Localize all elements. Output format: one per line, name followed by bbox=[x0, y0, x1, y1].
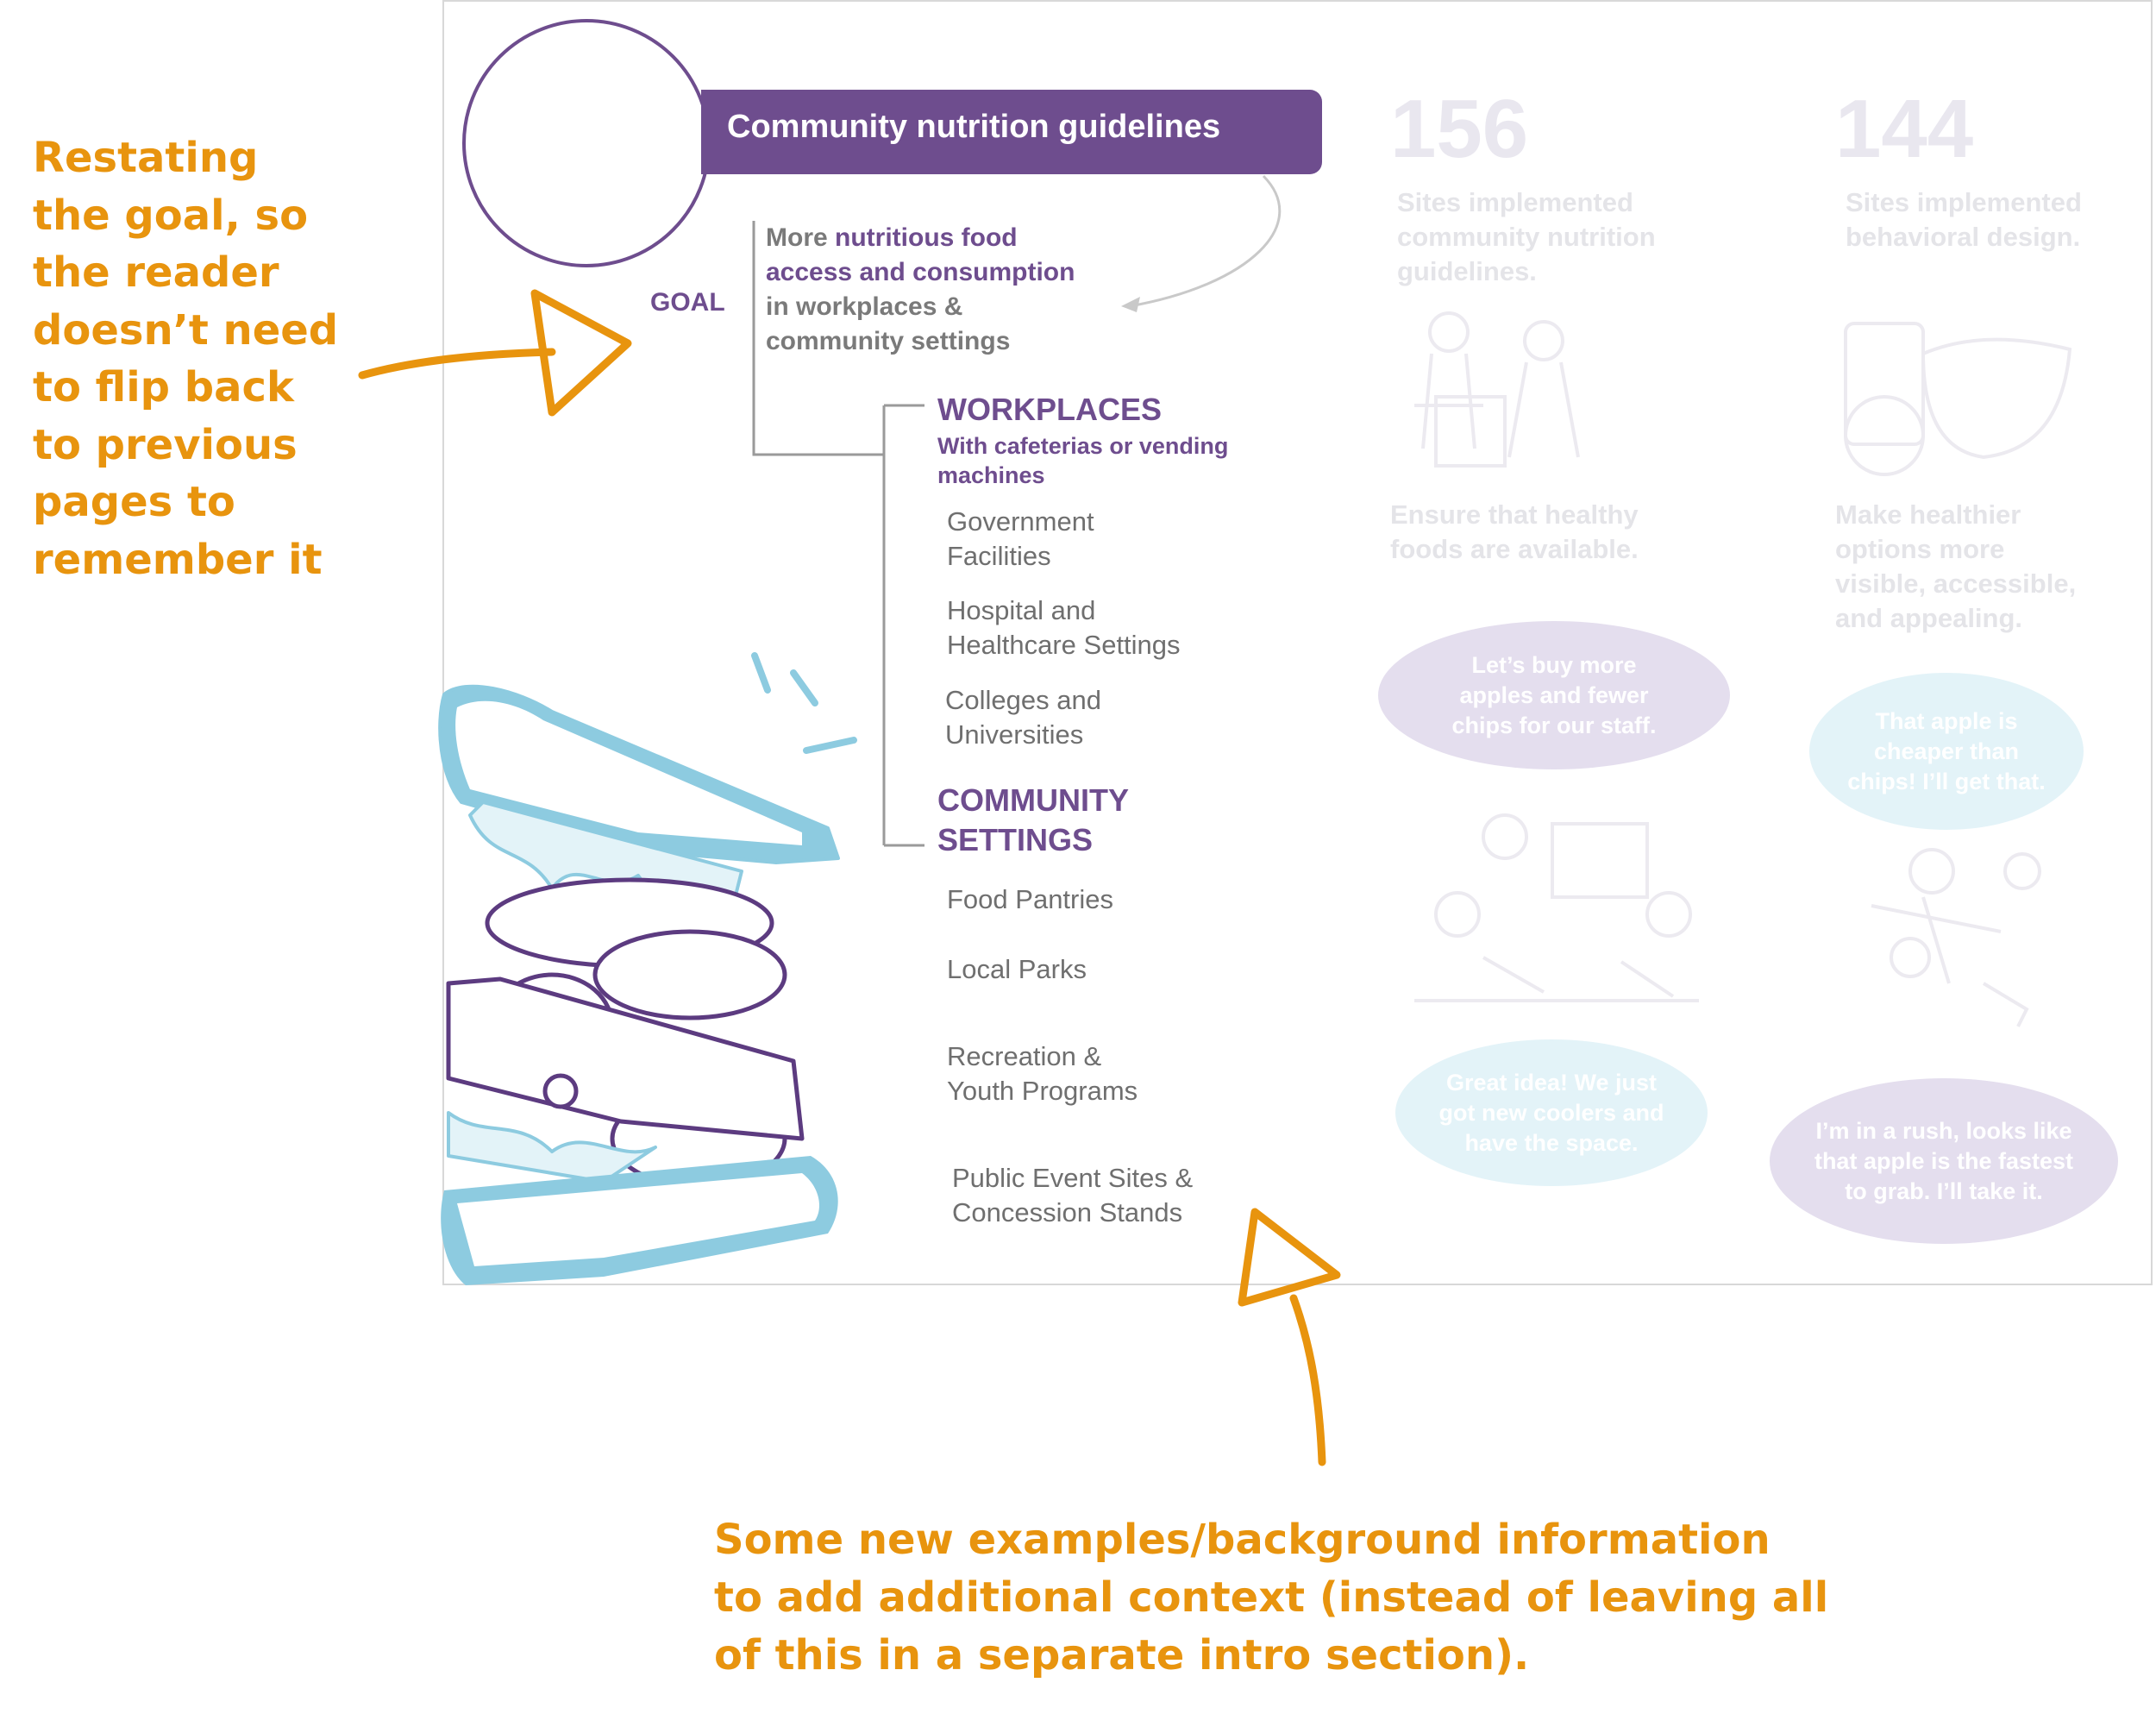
list-item-text: Local Parks bbox=[947, 954, 1087, 984]
list-item-text: Hospital and bbox=[947, 595, 1096, 625]
list-item-text: Concession Stands bbox=[952, 1197, 1183, 1227]
left-annotation-line: the reader bbox=[33, 248, 279, 297]
goal-line-1: More nutritious food bbox=[766, 221, 1075, 255]
left-annotation-line: to flip back bbox=[33, 363, 294, 411]
list-item: Colleges and Universities bbox=[945, 683, 1101, 752]
people-shopping-illustration bbox=[1414, 311, 1580, 468]
stat-caption: Sites implemented behavioral design. bbox=[1846, 185, 2082, 254]
list-item-text: Colleges and bbox=[945, 685, 1101, 715]
stat-action-line: Make healthier bbox=[1835, 499, 2021, 530]
stat-action-line: options more bbox=[1835, 534, 2005, 564]
speech-bubble-text: Let’s buy more apples and fewer chips fo… bbox=[1451, 651, 1657, 738]
goal-line-3: in workplaces & bbox=[766, 292, 963, 321]
goal-text-highlight: nutritious food bbox=[835, 223, 1018, 252]
page-title: Community nutrition guidelines bbox=[727, 109, 1221, 145]
speech-bubble-text: I’m in a rush, looks like that apple is … bbox=[1814, 1117, 2074, 1204]
people-rushing-illustration bbox=[1871, 848, 2041, 1027]
office-meeting-illustration bbox=[1414, 813, 1699, 1002]
list-item: Recreation & Youth Programs bbox=[947, 1039, 1138, 1108]
list-item: Government Facilities bbox=[947, 505, 1094, 574]
speech-bubble: That apple is cheaper than chips! I’ll g… bbox=[1809, 673, 2084, 830]
workplaces-subheading: machines bbox=[937, 462, 1045, 488]
title-banner bbox=[701, 90, 1322, 174]
stat-action-line: foods are available. bbox=[1390, 534, 1639, 564]
list-item-text: Food Pantries bbox=[947, 884, 1113, 914]
list-item-text: Universities bbox=[945, 719, 1084, 750]
speech-bubble: I’m in a rush, looks like that apple is … bbox=[1770, 1078, 2118, 1244]
goal-text: More bbox=[766, 223, 836, 252]
left-annotation-line: remember it bbox=[33, 535, 323, 584]
list-item-text: Healthcare Settings bbox=[947, 630, 1181, 660]
left-annotation-line: pages to bbox=[33, 478, 235, 526]
goal-connector-line bbox=[752, 221, 884, 456]
stat-number: 156 bbox=[1390, 83, 1529, 175]
stat-caption: Sites implemented community nutrition gu… bbox=[1397, 185, 1656, 289]
curved-arrow-line bbox=[1129, 174, 1282, 308]
speech-bubble-text: That apple is cheaper than chips! I’ll g… bbox=[1847, 707, 2046, 794]
stat-action-line: visible, accessible, bbox=[1835, 568, 2077, 599]
list-item-text: Public Event Sites & bbox=[952, 1163, 1194, 1193]
bottom-annotation-line: to add additional context (instead of le… bbox=[714, 1573, 1829, 1622]
orange-arrow-left bbox=[358, 289, 632, 417]
goal-icon-circle bbox=[462, 19, 711, 267]
goal-label: GOAL bbox=[650, 288, 725, 317]
sandwich-illustration bbox=[438, 652, 857, 1285]
bottom-annotation: Some new examples/background information… bbox=[714, 1511, 1921, 1685]
community-heading: COMMUNITY SETTINGS bbox=[937, 781, 1129, 860]
orange-arrow-bottom bbox=[1238, 1208, 1341, 1466]
list-item: Local Parks bbox=[947, 952, 1087, 987]
goal-line-2: access and consumption bbox=[766, 258, 1075, 286]
workplaces-subheading: With cafeterias or vending bbox=[937, 433, 1229, 459]
goal-line-4: community settings bbox=[766, 327, 1011, 355]
list-item-text: Recreation & bbox=[947, 1041, 1102, 1071]
left-annotation-line: the goal, so bbox=[33, 191, 309, 240]
salad-and-water-illustration bbox=[1844, 322, 2072, 476]
list-item: Food Pantries bbox=[947, 882, 1113, 917]
left-annotation-line: Restating bbox=[33, 134, 259, 182]
list-item-text: Youth Programs bbox=[947, 1076, 1138, 1106]
list-item-text: Facilities bbox=[947, 541, 1051, 571]
speech-bubble: Let’s buy more apples and fewer chips fo… bbox=[1378, 621, 1730, 769]
list-item: Hospital and Healthcare Settings bbox=[947, 593, 1181, 662]
bottom-annotation-line: Some new examples/background information bbox=[714, 1516, 1771, 1564]
list-item: Public Event Sites & Concession Stands bbox=[952, 1161, 1193, 1230]
stat-action-line: and appealing. bbox=[1835, 603, 2023, 633]
left-annotation-line: doesn’t need bbox=[33, 305, 339, 355]
community-heading-line: SETTINGS bbox=[937, 822, 1094, 857]
list-item-text: Government bbox=[947, 506, 1094, 537]
left-annotation-line: to previous bbox=[33, 420, 298, 469]
stat-caption-line: Sites implemented bbox=[1397, 187, 1633, 217]
bottom-annotation-line: of this in a separate intro section). bbox=[714, 1631, 1530, 1679]
category-bracket-line bbox=[882, 404, 924, 847]
stat-caption-line: behavioral design. bbox=[1846, 222, 2081, 252]
curved-arrow-head bbox=[1121, 297, 1140, 312]
community-heading-line: COMMUNITY bbox=[937, 782, 1129, 818]
stat-action: Make healthier options more visible, acc… bbox=[1835, 498, 2076, 636]
left-annotation: Restating the goal, so the reader doesn’… bbox=[33, 129, 343, 588]
stat-caption-line: Sites implemented bbox=[1846, 187, 2082, 217]
stat-caption-line: community nutrition bbox=[1397, 222, 1656, 252]
workplaces-heading: WORKPLACES bbox=[937, 392, 1162, 427]
speech-bubble: Great idea! We just got new coolers and … bbox=[1395, 1039, 1708, 1186]
speech-bubble-text: Great idea! We just got new coolers and … bbox=[1438, 1069, 1664, 1156]
stat-action: Ensure that healthy foods are available. bbox=[1390, 498, 1639, 567]
stat-number: 144 bbox=[1835, 83, 1974, 175]
goal-statement: More nutritious food access and consumpt… bbox=[766, 221, 1075, 359]
stat-action-line: Ensure that healthy bbox=[1390, 499, 1639, 530]
stat-caption-line: guidelines. bbox=[1397, 256, 1537, 286]
